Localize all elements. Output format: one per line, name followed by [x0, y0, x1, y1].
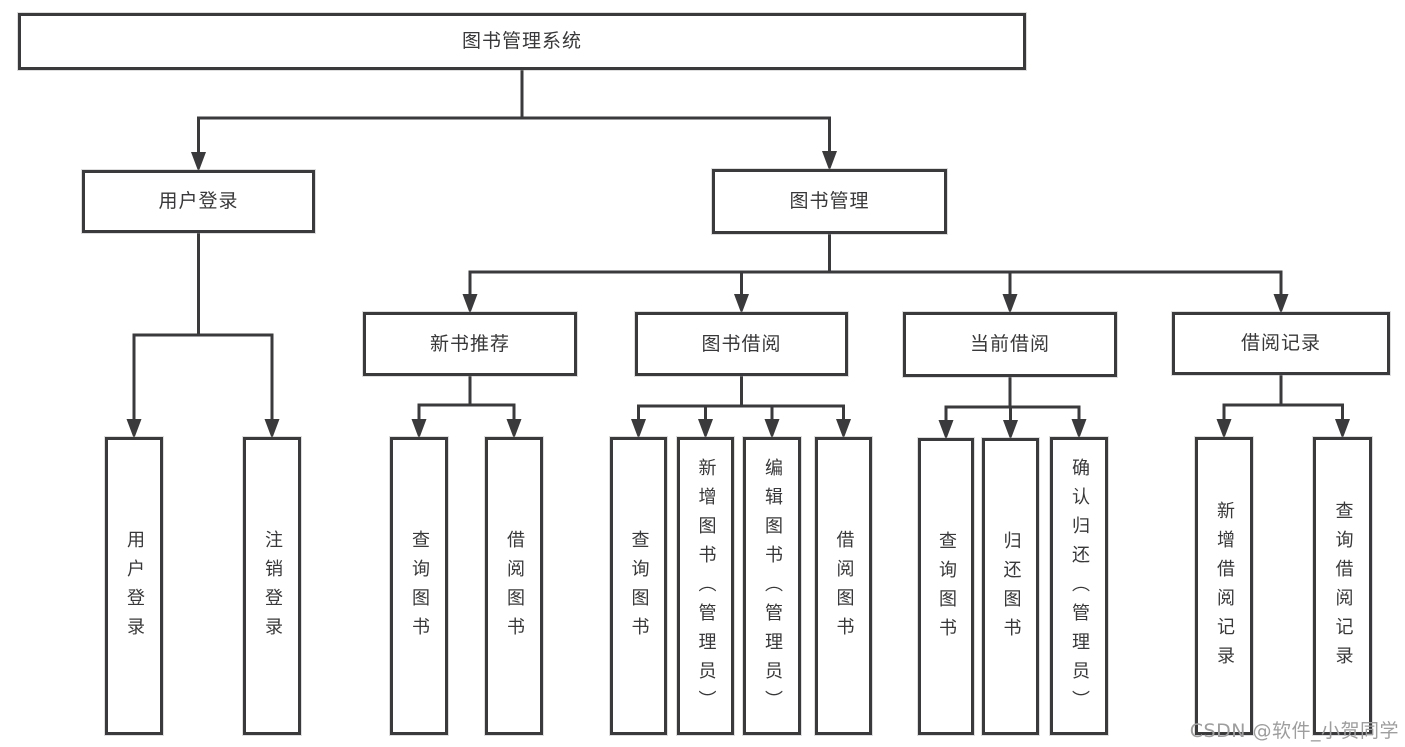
arrowhead-icon [836, 419, 851, 439]
node-leaf-cb-query: 查询图书 [918, 438, 974, 735]
node-label: 注销登录 [262, 530, 283, 646]
node-new-book-rec: 新书推荐 [363, 312, 577, 376]
node-label: 图书管理 [789, 190, 870, 212]
node-label: 确认归还（管理员） [1069, 457, 1090, 719]
node-current-borrow: 当前借阅 [903, 312, 1117, 377]
node-label: 图书借阅 [701, 332, 782, 355]
arrowhead-icon [1216, 419, 1232, 439]
node-leaf-bb-add: 新增图书（管理员） [677, 437, 734, 735]
arrowhead-icon [1002, 294, 1018, 314]
node-label: 用户登录 [124, 530, 145, 646]
node-leaf-br-query: 查询借阅记录 [1313, 437, 1372, 735]
arrowhead-icon [411, 419, 427, 439]
node-borrow-records: 借阅记录 [1172, 312, 1390, 375]
arrowhead-icon [506, 419, 522, 439]
node-label: 归还图书 [1000, 530, 1022, 647]
node-leaf-nb-borrow: 借阅图书 [485, 437, 543, 735]
node-book-borrow: 图书借阅 [635, 312, 848, 376]
arrowhead-icon [1071, 419, 1087, 439]
arrowhead-icon [1003, 420, 1018, 440]
node-leaf-br-add: 新增借阅记录 [1195, 437, 1253, 735]
node-label: 图书管理系统 [461, 30, 582, 52]
arrowhead-icon [264, 419, 280, 439]
node-book-mgmt: 图书管理 [712, 169, 947, 234]
node-label: 查询借阅记录 [1332, 501, 1354, 675]
node-leaf-bb-query: 查询图书 [610, 437, 667, 735]
arrowhead-icon [698, 419, 713, 439]
node-leaf-user-login: 用户登录 [105, 437, 163, 735]
arrowhead-icon [1335, 419, 1350, 439]
node-leaf-nb-query: 查询图书 [390, 437, 448, 735]
node-label: 借阅图书 [504, 530, 525, 646]
arrowhead-icon [734, 294, 749, 314]
node-leaf-bb-edit: 编辑图书（管理员） [743, 437, 801, 735]
node-label: 查询图书 [936, 530, 957, 647]
node-label: 编辑图书（管理员） [762, 457, 783, 719]
arrowhead-icon [462, 294, 478, 314]
node-label: 查询图书 [409, 530, 430, 646]
node-leaf-cb-return: 归还图书 [982, 438, 1039, 735]
node-label: 当前借阅 [969, 333, 1050, 355]
arrowhead-icon [938, 420, 954, 440]
node-root: 图书管理系统 [18, 13, 1026, 70]
node-label: 借阅记录 [1240, 332, 1321, 354]
arrowhead-icon [1273, 294, 1289, 314]
node-label: 新书推荐 [429, 332, 510, 355]
node-leaf-cb-confirm: 确认归还（管理员） [1050, 437, 1108, 735]
node-label: 新增借阅记录 [1214, 501, 1235, 675]
arrowhead-icon [191, 152, 206, 172]
node-label: 借阅图书 [833, 530, 855, 646]
node-leaf-logout: 注销登录 [243, 437, 301, 735]
node-leaf-bb-borrow: 借阅图书 [815, 437, 872, 735]
arrowhead-icon [764, 419, 780, 439]
node-user-login: 用户登录 [82, 170, 315, 233]
node-label: 查询图书 [628, 530, 650, 646]
node-label: 新增图书（管理员） [695, 457, 717, 719]
node-label: 用户登录 [158, 190, 239, 212]
arrowhead-icon [631, 419, 646, 439]
arrowhead-icon [822, 151, 837, 171]
watermark: CSDN @软件_小贺同学 [1189, 720, 1399, 742]
arrowhead-icon [126, 419, 142, 439]
